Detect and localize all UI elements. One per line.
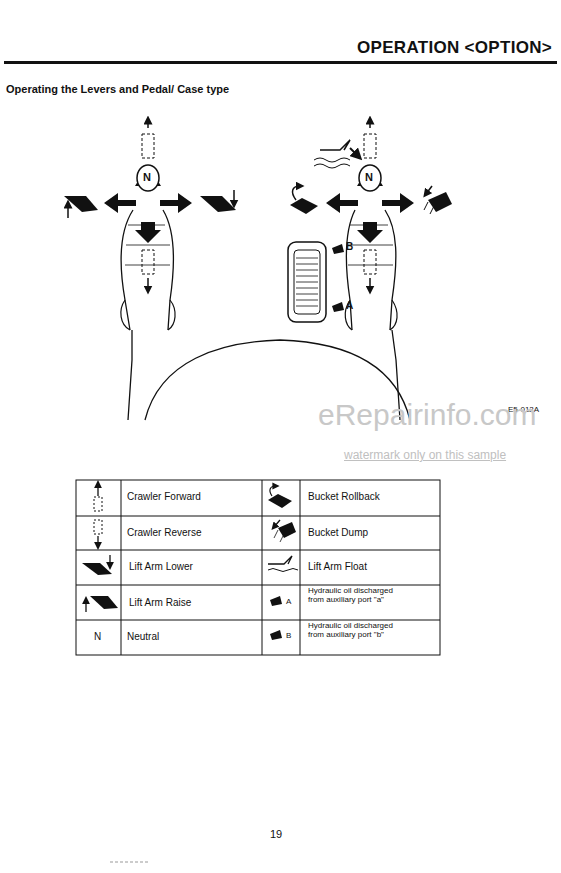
lever-neutral: N bbox=[365, 171, 373, 184]
watermark: eRepairinfo.com bbox=[318, 398, 536, 433]
table-cell: Bucket Dump bbox=[308, 527, 368, 539]
table-cell: Neutral bbox=[127, 631, 159, 643]
table-cell: Hydraulic oil discharged from auxiliary … bbox=[308, 622, 398, 640]
table-cell: Lift Arm Raise bbox=[129, 597, 191, 609]
table-cell: N bbox=[94, 631, 101, 643]
table-cell: Crawler Forward bbox=[127, 491, 201, 503]
watermark: watermark only on this sample bbox=[344, 449, 506, 463]
port-letter: A bbox=[346, 300, 353, 312]
section-heading: Operating the Levers and Pedal/ Case typ… bbox=[6, 83, 229, 96]
lever-neutral: N bbox=[143, 171, 151, 184]
table-cell: Lift Arm Lower bbox=[129, 561, 193, 573]
table-cell: Lift Arm Float bbox=[308, 561, 367, 573]
port-letter: B bbox=[346, 241, 353, 253]
table-cell: A bbox=[286, 597, 291, 606]
table-cell: Hydraulic oil discharged from auxiliary … bbox=[308, 587, 398, 605]
table-cell: Crawler Reverse bbox=[127, 527, 201, 539]
table-cell: B bbox=[286, 631, 291, 640]
page-title: OPERATION <OPTION> bbox=[357, 38, 552, 58]
table-cell: Bucket Rollback bbox=[308, 491, 380, 503]
legend-table bbox=[76, 480, 440, 655]
page-number: 19 bbox=[270, 828, 282, 841]
